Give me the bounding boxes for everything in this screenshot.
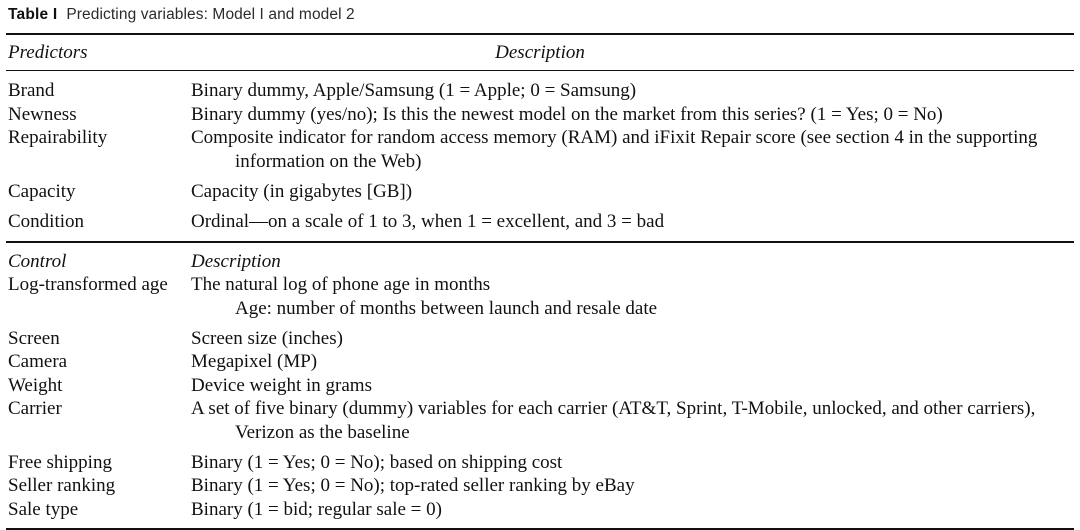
row-description: A set of five binary (dummy) variables f… xyxy=(191,397,1074,444)
subheader-description: Description xyxy=(191,250,281,272)
row-description: Device weight in grams xyxy=(191,374,372,396)
table-caption-text: Predicting variables: Model I and model … xyxy=(66,6,355,23)
table-header-rule xyxy=(6,70,1074,72)
row-label: Screen xyxy=(8,327,60,349)
row-label: Newness xyxy=(8,103,77,125)
predictors-section: Brand Binary dummy, Apple/Samsung (1 = A… xyxy=(6,71,1074,240)
row-description-line1: The natural log of phone age in months xyxy=(191,274,491,296)
row-label: Sale type xyxy=(8,498,79,520)
control-section: Control Description Log-transformed age … xyxy=(6,243,1074,528)
row-label: Repairability xyxy=(8,127,108,149)
row-description: The natural log of phone age in months A… xyxy=(191,273,1074,320)
row-description: Binary dummy (yes/no); Is this the newes… xyxy=(191,103,943,125)
row-description: Screen size (inches) xyxy=(191,327,343,349)
table-row: Carrier A set of five binary (dummy) var… xyxy=(6,397,1074,444)
table-row: Weight Device weight in grams xyxy=(6,374,1074,397)
column-header-predictors: Predictors xyxy=(8,41,88,63)
row-label: Capacity xyxy=(8,180,76,202)
table-row: Seller ranking Binary (1 = Yes; 0 = No);… xyxy=(6,474,1074,497)
row-label: Camera xyxy=(8,351,68,373)
row-description-continuation: information on the Web) xyxy=(235,150,422,172)
table-header-row: Predictors Description xyxy=(6,35,1074,70)
table-row: Brand Binary dummy, Apple/Samsung (1 = A… xyxy=(6,79,1074,102)
column-header-description: Description xyxy=(495,41,585,63)
row-description-line1: Composite indicator for random access me… xyxy=(191,127,1038,149)
table-row: Camera Megapixel (MP) xyxy=(6,350,1074,373)
row-description: Ordinal—on a scale of 1 to 3, when 1 = e… xyxy=(191,211,665,233)
table-row: Screen Screen size (inches) xyxy=(6,320,1074,350)
row-label: Log-transformed age xyxy=(8,274,168,296)
table-caption: Table I Predicting variables: Model I and… xyxy=(6,0,1074,33)
table-row: Condition Ordinal—on a scale of 1 to 3, … xyxy=(6,203,1074,233)
table-section-rule xyxy=(6,240,1074,243)
row-label: Weight xyxy=(8,374,63,396)
table-row: Repairability Composite indicator for ra… xyxy=(6,126,1074,173)
row-label: Free shipping xyxy=(8,452,112,474)
row-description: Binary dummy, Apple/Samsung (1 = Apple; … xyxy=(191,80,637,102)
table-row: Newness Binary dummy (yes/no); Is this t… xyxy=(6,103,1074,126)
table-row: Capacity Capacity (in gigabytes [GB]) xyxy=(6,173,1074,203)
table-row: Sale type Binary (1 = bid; regular sale … xyxy=(6,498,1074,521)
row-description: Capacity (in gigabytes [GB]) xyxy=(191,180,413,202)
row-description: Binary (1 = bid; regular sale = 0) xyxy=(191,498,442,520)
row-description-continuation: Age: number of months between launch and… xyxy=(235,297,658,319)
table-top-rule xyxy=(6,32,1074,35)
table-row: Free shipping Binary (1 = Yes; 0 = No); … xyxy=(6,444,1074,474)
row-description: Megapixel (MP) xyxy=(191,351,318,373)
row-description: Binary (1 = Yes; 0 = No); top-rated sell… xyxy=(191,475,635,497)
table-caption-label: Table I xyxy=(8,6,58,23)
subheader-control: Control xyxy=(8,250,67,272)
row-description-continuation: Verizon as the baseline xyxy=(235,421,410,443)
row-description: Composite indicator for random access me… xyxy=(191,126,1074,173)
control-subheader-row: Control Description xyxy=(6,243,1074,273)
row-label: Carrier xyxy=(8,398,62,420)
row-label: Condition xyxy=(8,211,85,233)
table-row: Log-transformed age The natural log of p… xyxy=(6,273,1074,320)
row-label: Seller ranking xyxy=(8,475,116,497)
row-description-line1: A set of five binary (dummy) variables f… xyxy=(191,398,1036,420)
row-label: Brand xyxy=(8,80,55,102)
row-description: Binary (1 = Yes; 0 = No); based on shipp… xyxy=(191,452,563,474)
